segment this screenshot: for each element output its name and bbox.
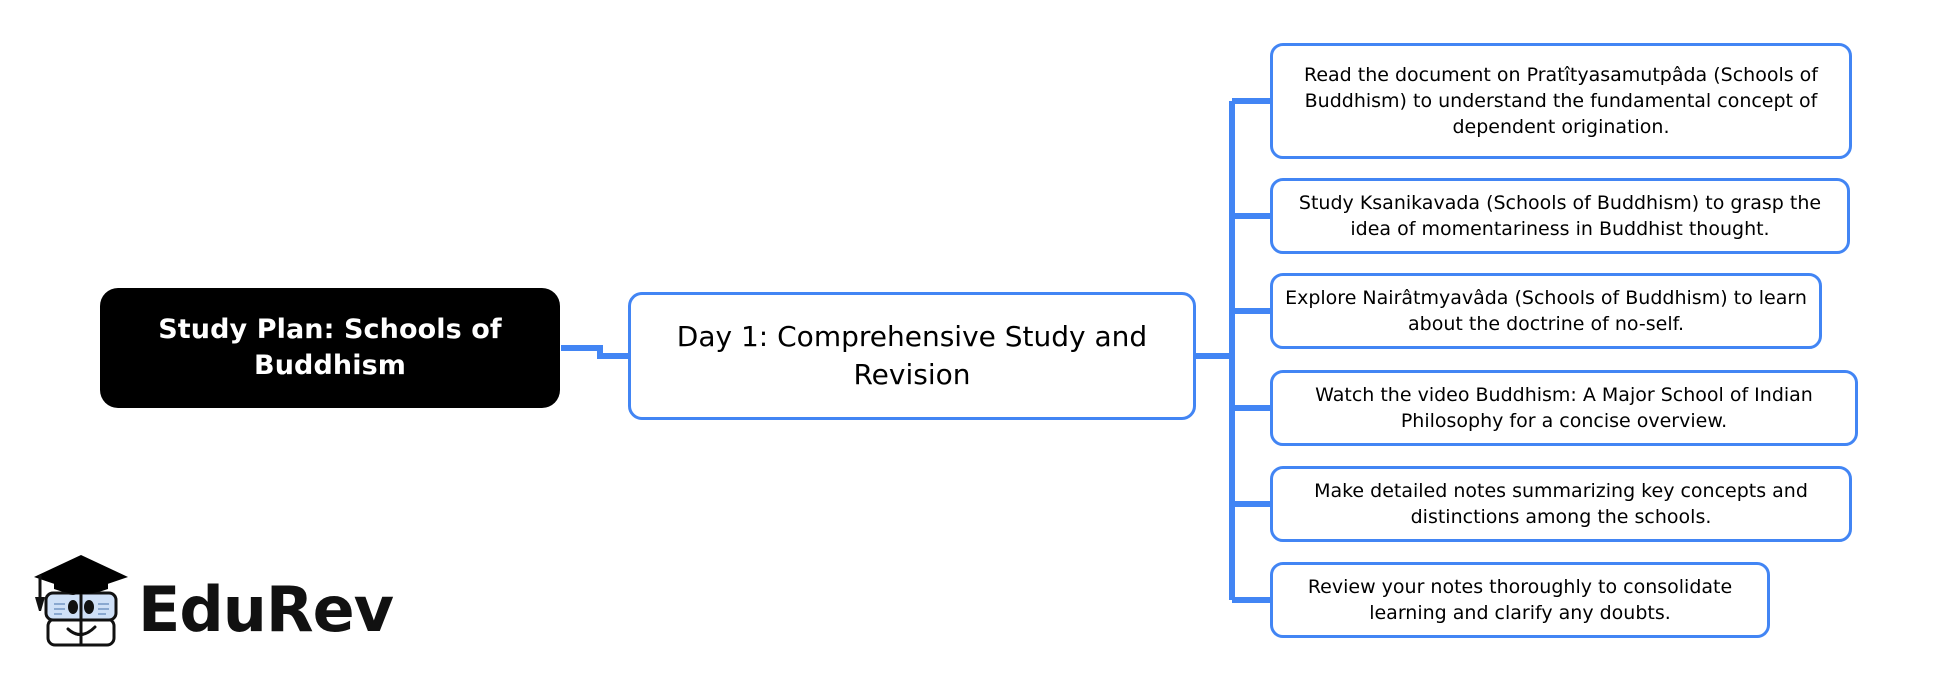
leaf-node-2[interactable]: Study Ksanikavada (Schools of Buddhism) … <box>1270 178 1850 254</box>
edurev-wordmark: EduRev <box>138 573 394 646</box>
branch-node-day-1[interactable]: Day 1: Comprehensive Study and Revision <box>628 292 1196 420</box>
leaf-node-label: Explore Nairâtmyavâda (Schools of Buddhi… <box>1285 286 1807 335</box>
root-node-label: Study Plan: Schools of Buddhism <box>158 314 502 381</box>
leaf-node-label: Make detailed notes summarizing key conc… <box>1314 479 1808 528</box>
leaf-node-6[interactable]: Review your notes thoroughly to consolid… <box>1270 562 1770 638</box>
graduation-cap-book-mascot-icon <box>34 555 128 647</box>
leaf-node-label: Study Ksanikavada (Schools of Buddhism) … <box>1298 191 1822 240</box>
leaf-node-3[interactable]: Explore Nairâtmyavâda (Schools of Buddhi… <box>1270 273 1822 349</box>
leaf-node-label: Watch the video Buddhism: A Major School… <box>1315 383 1813 432</box>
edurev-logo[interactable]: EduRev <box>28 548 394 676</box>
root-node[interactable]: Study Plan: Schools of Buddhism <box>100 288 560 408</box>
leaf-node-4[interactable]: Watch the video Buddhism: A Major School… <box>1270 370 1858 446</box>
leaf-node-5[interactable]: Make detailed notes summarizing key conc… <box>1270 466 1852 542</box>
branch-node-label: Day 1: Comprehensive Study and Revision <box>676 320 1148 391</box>
leaf-node-label: Review your notes thoroughly to consolid… <box>1307 575 1733 624</box>
leaf-node-label: Read the document on Pratîtyasamutpâda (… <box>1304 63 1818 138</box>
connector-root-to-branch <box>561 345 628 359</box>
leaf-node-1[interactable]: Read the document on Pratîtyasamutpâda (… <box>1270 43 1852 159</box>
